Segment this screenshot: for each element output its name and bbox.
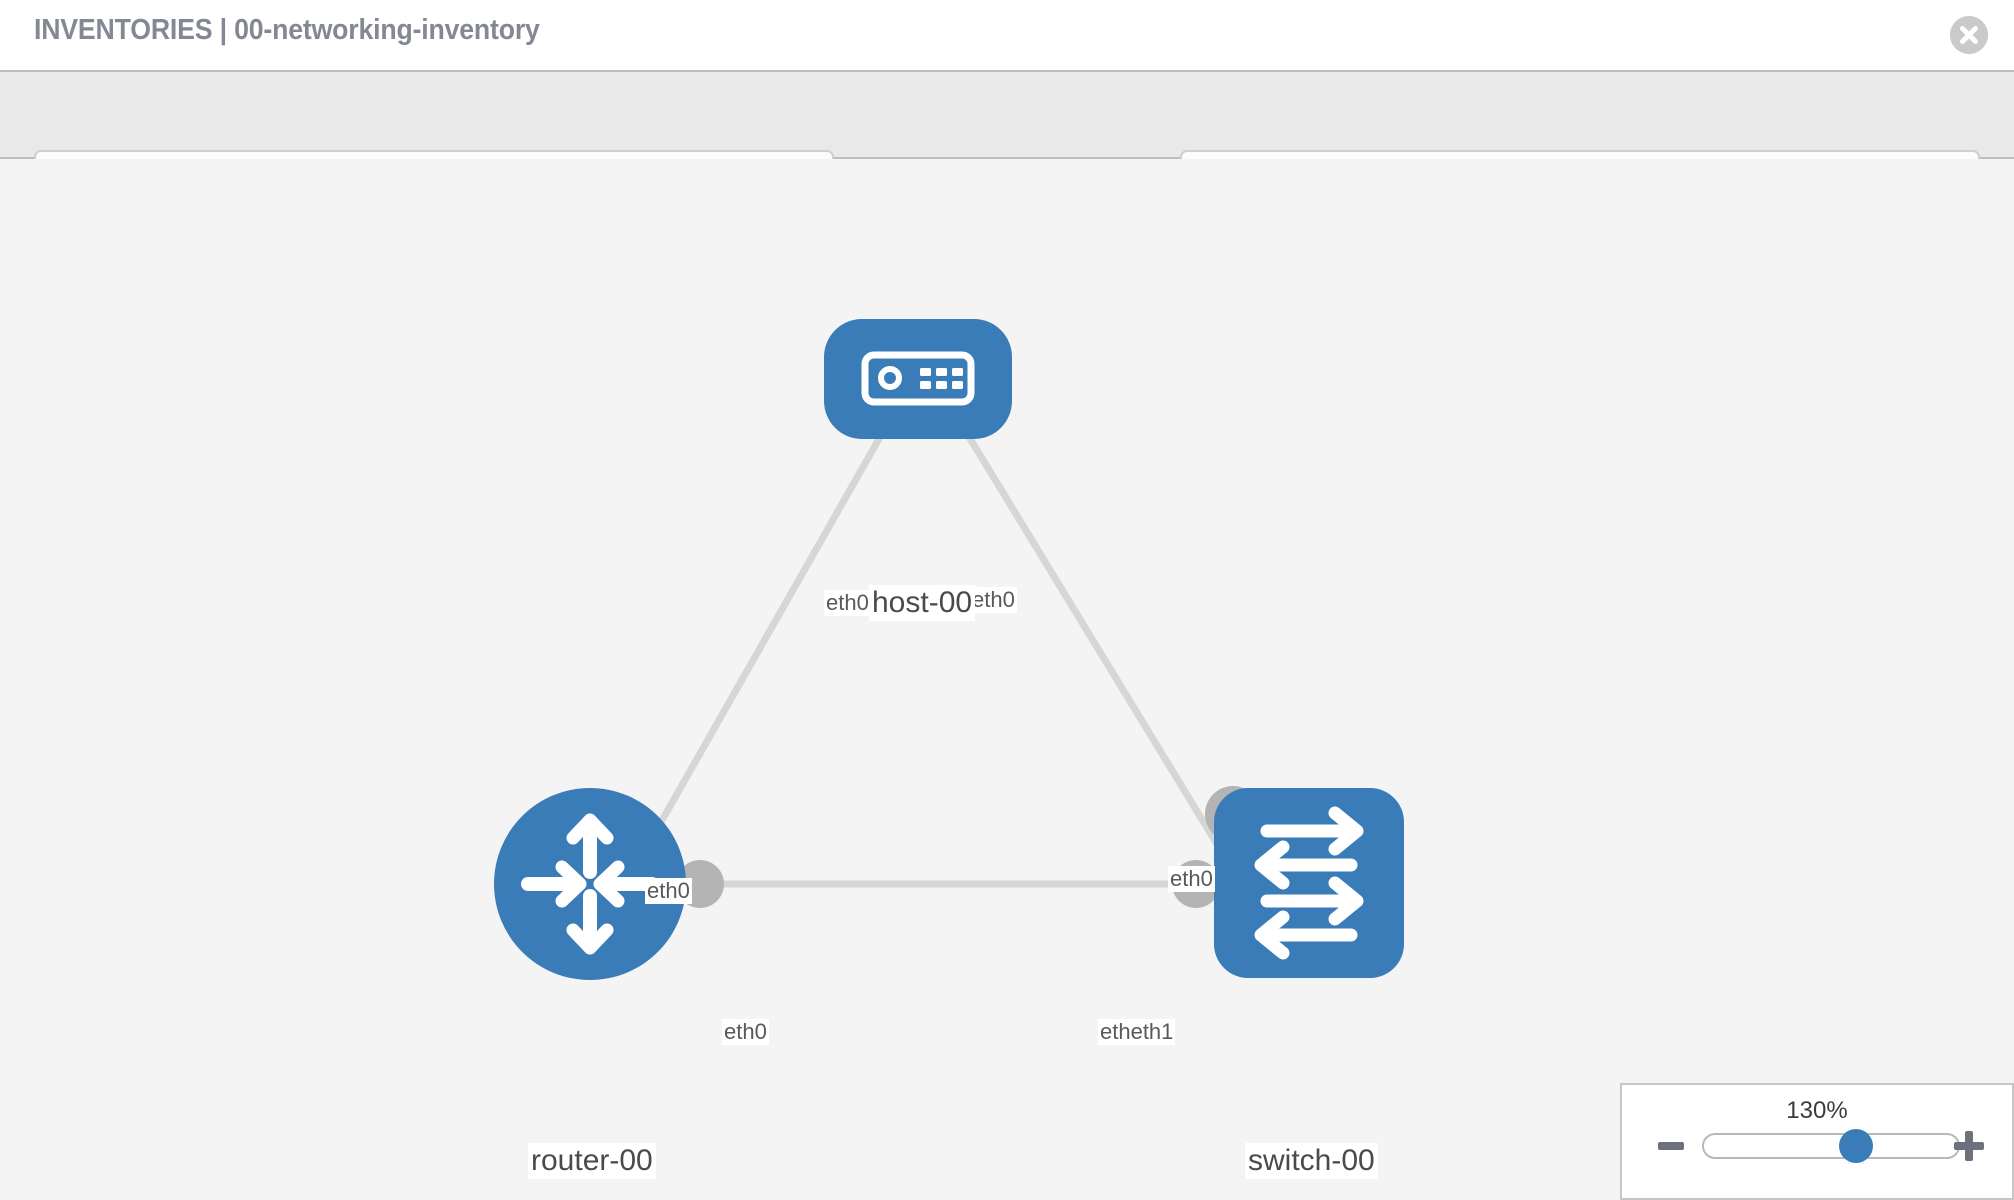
zoom-slider-thumb[interactable] — [1839, 1129, 1874, 1163]
zoom-percent-label: 130% — [1786, 1097, 1848, 1124]
page-header: INVENTORIES | 00-networking-inventory — [0, 0, 2014, 70]
node-label-router: router-00 — [528, 1143, 656, 1179]
edge-group — [636, 407, 1223, 888]
node-switch-00[interactable] — [1214, 788, 1404, 978]
node-host-00[interactable] — [824, 319, 1012, 439]
node-label-host: host-00 — [869, 585, 976, 621]
edge-host-switch — [949, 407, 1223, 851]
edge-label-host-right: eth0 — [970, 587, 1017, 613]
toolbar: ACTIONS SEARCH — [0, 70, 2014, 205]
node-router-00[interactable] — [494, 788, 686, 980]
topology-canvas[interactable]: eth0 eth0 eth0 eth0 eth0 etheth1 host-00… — [0, 159, 2014, 1200]
edge-label-host-left: eth0 — [824, 590, 871, 616]
edge-label-router-up: eth0 — [645, 878, 692, 904]
edge-label-switch-left: etheth1 — [1098, 1019, 1176, 1045]
zoom-out-button[interactable] — [1658, 1142, 1684, 1150]
edge-host-router — [636, 407, 900, 861]
zoom-control-panel: 130% — [1620, 1083, 2014, 1200]
zoom-slider[interactable] — [1702, 1129, 1960, 1163]
zoom-in-button[interactable] — [1954, 1131, 1984, 1161]
close-icon[interactable] — [1950, 16, 1988, 54]
edge-label-router-right: eth0 — [722, 1019, 769, 1045]
page-title: INVENTORIES | 00-networking-inventory — [34, 14, 540, 46]
topology-graph — [494, 319, 1404, 980]
edge-label-switch-up: eth0 — [1168, 866, 1215, 892]
node-label-switch: switch-00 — [1245, 1143, 1378, 1179]
